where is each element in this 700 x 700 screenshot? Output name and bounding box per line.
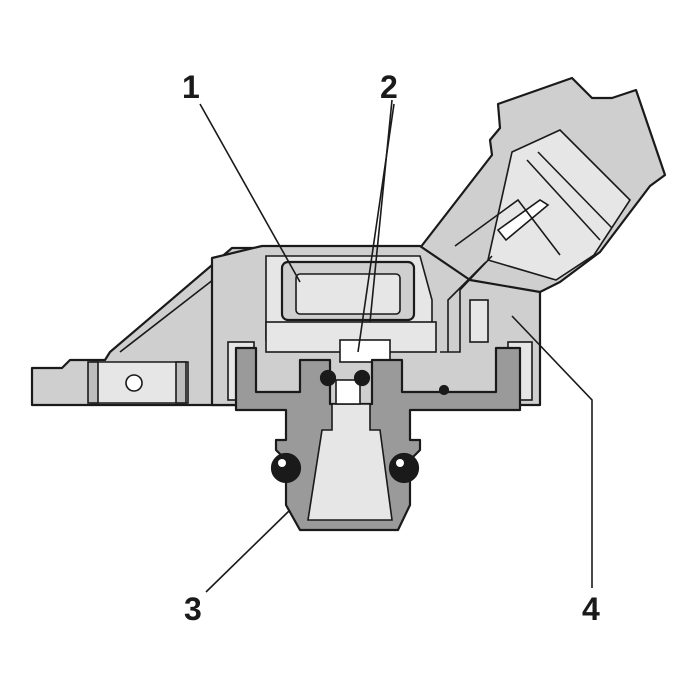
- o-ring-left: [270, 452, 302, 484]
- leader-lines: [199, 103, 593, 593]
- electrical-connector: [418, 76, 667, 294]
- leader-line-2: [357, 103, 395, 353]
- o-rings: [270, 369, 450, 484]
- callout-2: 2: [380, 69, 398, 105]
- mounting-flange: [30, 246, 262, 407]
- mounting-hole-icon: [125, 374, 143, 392]
- callout-4: 4: [582, 591, 600, 627]
- leader-line-1: [199, 103, 301, 283]
- callout-3: 3: [184, 591, 202, 627]
- leader-line-4: [511, 315, 593, 588]
- leader-line-3: [205, 509, 291, 593]
- pressure-port: [234, 346, 522, 532]
- callout-1: 1: [182, 69, 200, 105]
- o-ring-right: [388, 452, 420, 484]
- sensor-housing: [210, 99, 542, 420]
